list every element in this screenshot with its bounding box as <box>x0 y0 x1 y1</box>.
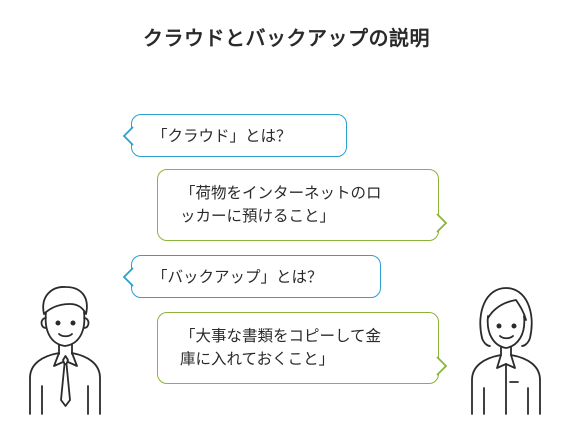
question-bubble-cloud: 「クラウド」とは？ <box>122 114 347 157</box>
bubble-text: 「荷物をインターネットのロ ッカーに預けること」 <box>180 184 382 225</box>
bubble-tail-right <box>434 213 448 233</box>
question-bubble-backup: 「バックアップ」とは？ <box>122 255 381 298</box>
bubble-text: 「クラウド」とは？ <box>152 127 292 145</box>
woman-icon <box>471 287 541 415</box>
bubble-tail-right <box>434 356 448 376</box>
man-with-tie-icon <box>29 286 101 415</box>
page-title: クラウドとバックアップの説明 <box>143 26 430 50</box>
bubble-tail-left <box>122 267 136 287</box>
bubble-tail-left <box>122 126 136 146</box>
answer-bubble-backup: 「大事な書類をコピーして金 庫に入れておくこと」 <box>157 312 448 384</box>
bubble-text: 「大事な書類をコピーして金 庫に入れておくこと」 <box>180 327 382 368</box>
bubble-text: 「バックアップ」とは？ <box>152 268 323 286</box>
answer-bubble-cloud: 「荷物をインターネットのロ ッカーに預けること」 <box>157 169 448 241</box>
